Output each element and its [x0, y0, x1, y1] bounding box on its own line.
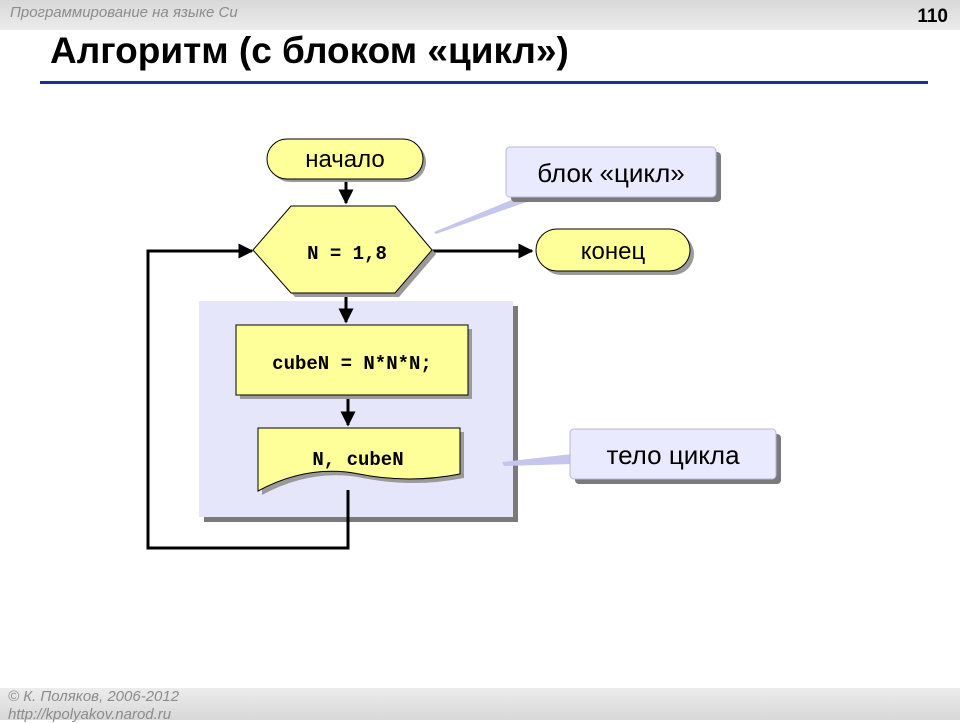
footer-copyright: © К. Поляков, 2006-2012: [8, 688, 180, 705]
callout-loop-block: [505, 146, 717, 198]
title-underline: [40, 81, 928, 84]
loop-block: [252, 205, 433, 294]
start-block: [266, 138, 424, 180]
callout-loop-body-label: тело цикла: [606, 440, 740, 470]
header-bar: [0, 0, 960, 30]
page-number: 110: [917, 6, 948, 27]
output-block: [257, 427, 461, 492]
callout-pointer-loop-body: [502, 454, 574, 466]
arrow-loop-return: [146, 243, 350, 550]
output-label: N, cubeN: [312, 449, 403, 471]
callout-loop-body: [569, 428, 777, 480]
callout-pointer-loop-block: [434, 194, 532, 234]
slide-title: Алгоритм (с блоком «цикл»): [50, 30, 569, 71]
process-label: cubeN = N*N*N;: [272, 353, 432, 375]
footer-bar: [0, 688, 960, 720]
end-block: [535, 228, 691, 272]
start-label: начало: [305, 146, 385, 173]
callout-loop-block-label: блок «цикл»: [537, 158, 684, 188]
end-label: конец: [581, 238, 646, 265]
loop-label: N = 1,8: [307, 243, 387, 265]
course-title: Программирование на языке Си: [10, 4, 238, 21]
footer-url: http://kpolyakov.narod.ru: [8, 706, 172, 723]
process-block: [235, 324, 469, 396]
